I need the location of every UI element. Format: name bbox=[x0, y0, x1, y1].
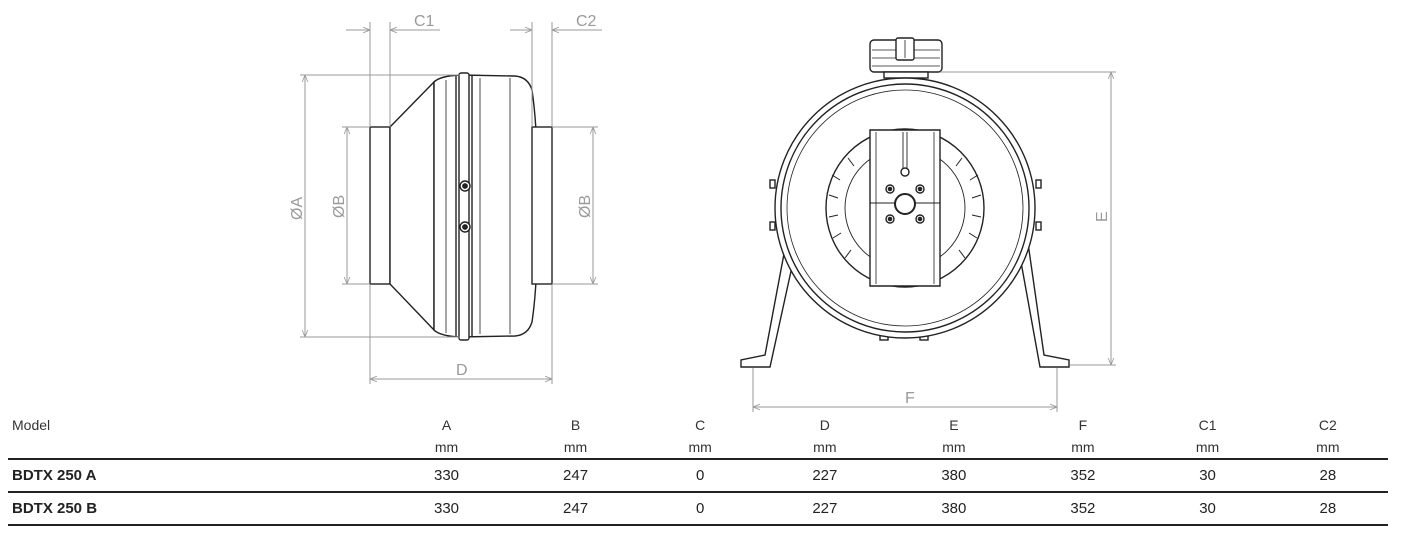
mounting-leg-left bbox=[740, 242, 794, 368]
value-c: 0 bbox=[640, 492, 761, 526]
value-b: 247 bbox=[511, 459, 641, 493]
dim-label-c1: C1 bbox=[414, 13, 435, 30]
value-c: 0 bbox=[640, 459, 761, 493]
dim-label-c2: C2 bbox=[576, 13, 597, 30]
motor-hub bbox=[894, 193, 916, 215]
fan-housing-body bbox=[433, 74, 539, 338]
column-header-a: A bbox=[441, 417, 452, 433]
inlet-collar bbox=[369, 126, 391, 285]
model-name: BDTX 250 A bbox=[8, 459, 382, 493]
impeller-outer bbox=[825, 128, 985, 288]
specifications-table: Model A B C D E F C1 C2 mm mm mm mm mm m… bbox=[8, 414, 1388, 526]
value-c1: 30 bbox=[1147, 459, 1268, 493]
table-row: BDTX 250 B 330 247 0 227 380 352 30 28 bbox=[8, 492, 1388, 526]
dim-label-f: F bbox=[905, 390, 915, 407]
value-e: 380 bbox=[889, 459, 1019, 493]
value-c2: 28 bbox=[1267, 459, 1388, 493]
dim-label-a: ØA bbox=[289, 197, 306, 220]
side-view-drawing bbox=[369, 72, 553, 341]
dim-label-b-outlet: ØB bbox=[577, 195, 594, 218]
column-header-f: F bbox=[1078, 417, 1088, 433]
front-view-drawing bbox=[740, 37, 1070, 368]
unit-c2: mm bbox=[1267, 436, 1388, 460]
technical-drawing: C1 C2 ØA ØB ØB D bbox=[289, 13, 1116, 412]
value-c2: 28 bbox=[1267, 492, 1388, 526]
column-header-c1: C1 bbox=[1198, 417, 1217, 433]
outlet-collar bbox=[531, 126, 553, 285]
dim-label-b-inlet: ØB bbox=[331, 195, 348, 218]
units-spacer bbox=[8, 436, 382, 460]
value-b: 247 bbox=[511, 492, 641, 526]
mounting-leg-right bbox=[1020, 242, 1070, 368]
model-column-header: Model bbox=[12, 417, 51, 433]
value-f: 352 bbox=[1018, 492, 1148, 526]
clamp-band bbox=[458, 72, 470, 341]
value-e: 380 bbox=[889, 492, 1019, 526]
table-row: BDTX 250 A 330 247 0 227 380 352 30 28 bbox=[8, 459, 1388, 493]
column-header-d: D bbox=[819, 417, 830, 433]
housing-face bbox=[786, 89, 1024, 327]
column-header-c2: C2 bbox=[1318, 417, 1337, 433]
table-header-row: Model A B C D E F C1 C2 bbox=[8, 414, 1388, 436]
column-header-e: E bbox=[949, 417, 959, 433]
value-a: 330 bbox=[382, 459, 512, 493]
table-units-row: mm mm mm mm mm mm mm mm bbox=[8, 436, 1388, 460]
unit-a: mm bbox=[382, 436, 512, 460]
inlet-cone bbox=[389, 80, 435, 332]
column-header-b: B bbox=[570, 417, 581, 433]
unit-f: mm bbox=[1018, 436, 1148, 460]
unit-d: mm bbox=[760, 436, 890, 460]
unit-c: mm bbox=[640, 436, 761, 460]
unit-e: mm bbox=[889, 436, 1019, 460]
column-header-c: C bbox=[695, 417, 706, 433]
housing-inner-ring bbox=[780, 83, 1030, 333]
value-a: 330 bbox=[382, 492, 512, 526]
value-f: 352 bbox=[1018, 459, 1148, 493]
value-c1: 30 bbox=[1147, 492, 1268, 526]
dim-label-e: E bbox=[1094, 211, 1111, 222]
dim-label-d: D bbox=[456, 362, 468, 379]
value-d: 227 bbox=[760, 492, 890, 526]
unit-c1: mm bbox=[1147, 436, 1268, 460]
model-name: BDTX 250 B bbox=[8, 492, 382, 526]
unit-b: mm bbox=[511, 436, 641, 460]
value-d: 227 bbox=[760, 459, 890, 493]
